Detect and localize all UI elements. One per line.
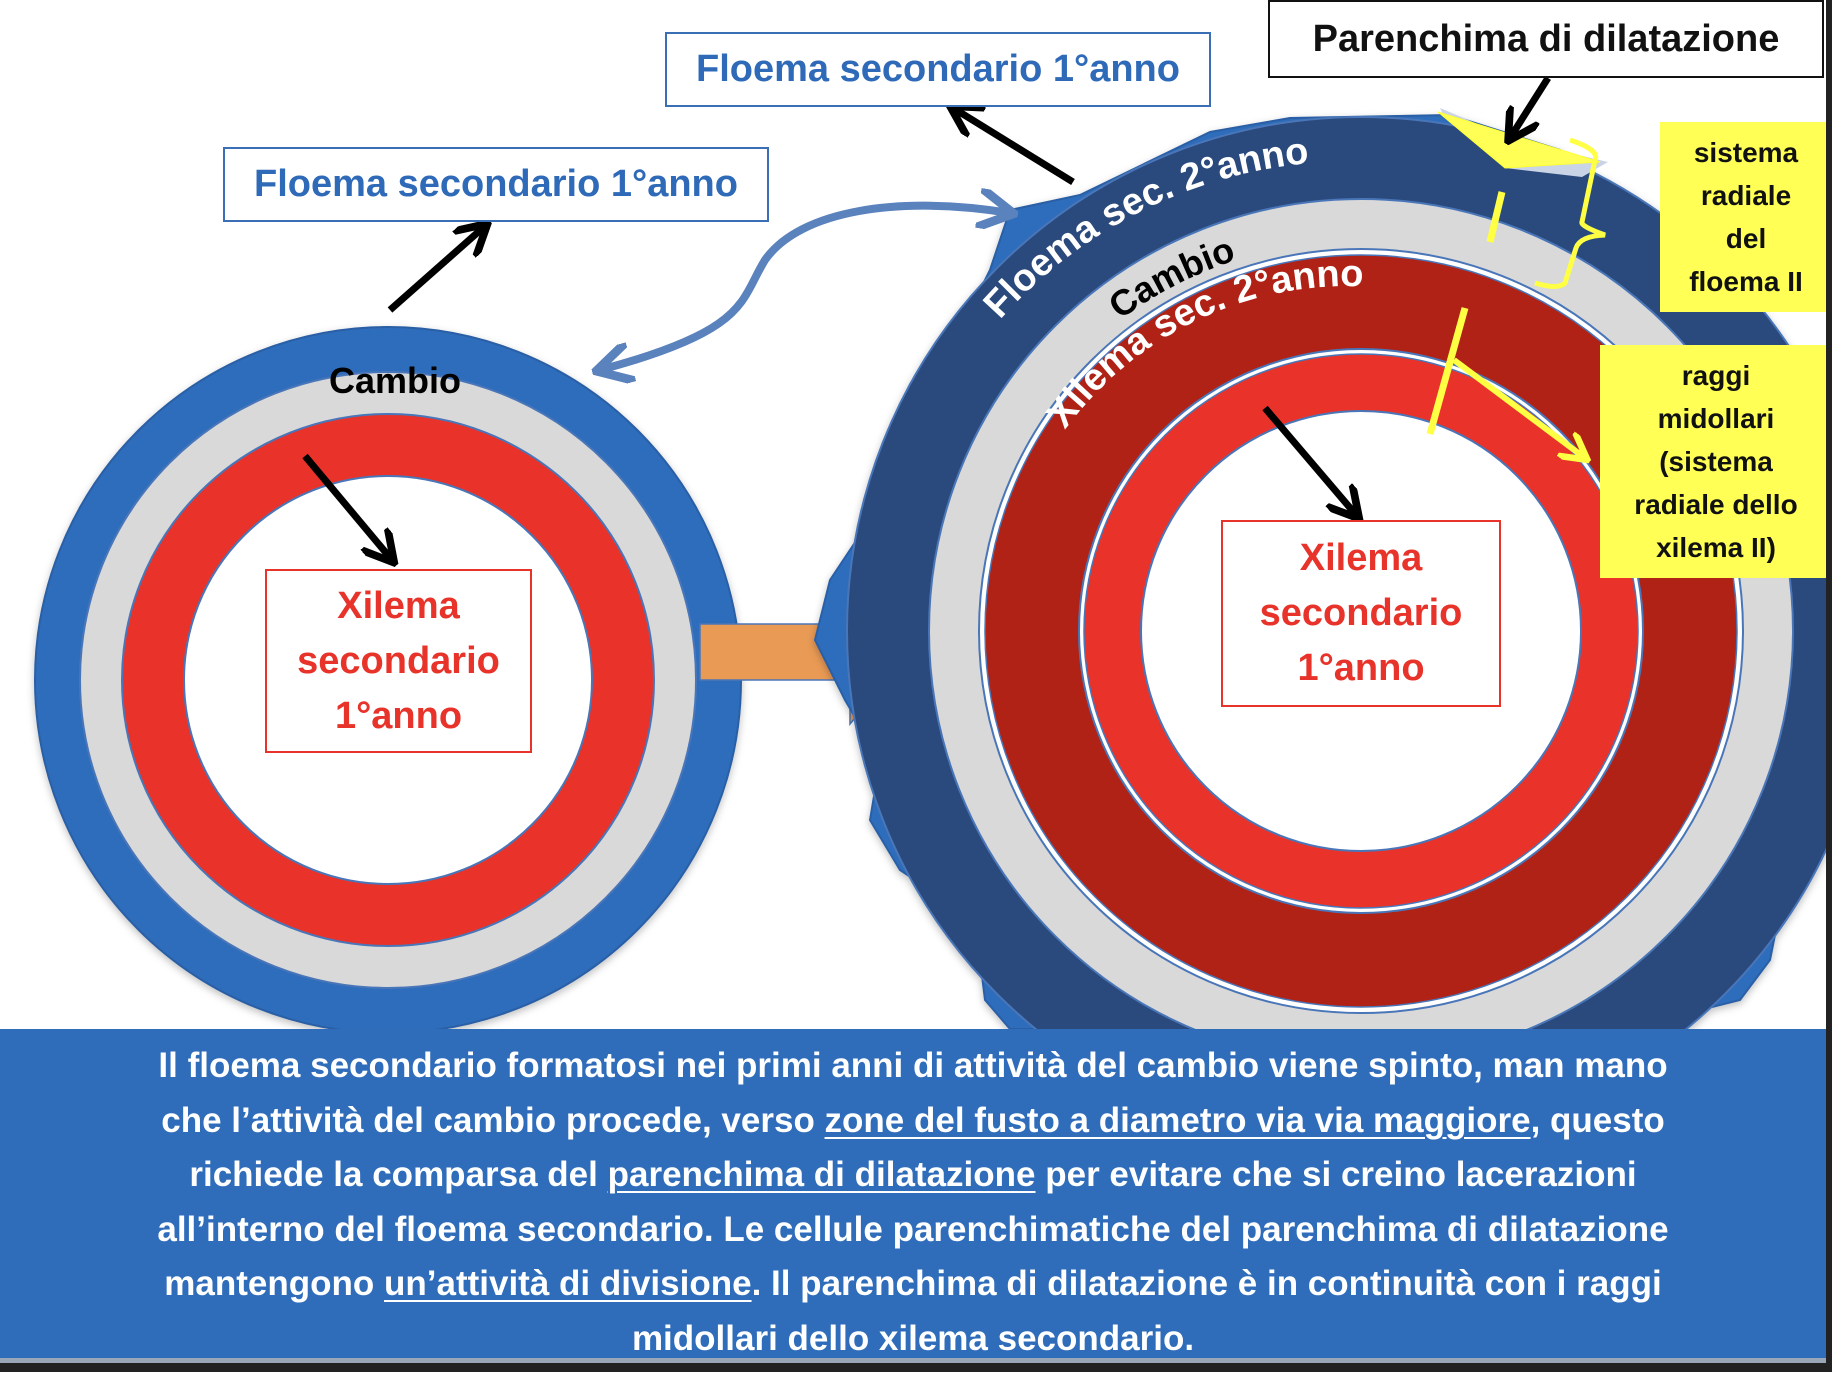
left-xylem-label-line: secondario <box>297 639 500 682</box>
panel-text-segment: midollari dello xilema secondario. <box>631 1318 1195 1358</box>
right-old-phloem-label: Floema secondario 1°anno <box>665 32 1211 107</box>
phloem-ray-line <box>1486 191 1506 243</box>
panel-underlined-phrase: zone del fusto a diametro via via maggio… <box>824 1100 1531 1140</box>
phloem-radial-bracket <box>1534 137 1606 289</box>
left-xylem-label: Xilema secondario 1°anno <box>265 569 532 753</box>
panel-underlined-phrase: un’attività di divisione <box>384 1264 752 1303</box>
black-arrow-icon-left-phloem <box>387 226 485 313</box>
left-cambium-label: Cambio <box>329 360 461 401</box>
explanation-panel: Il floema secondario formatosi nei primi… <box>0 1029 1826 1363</box>
panel-text-segment: mantengono <box>164 1264 384 1303</box>
panel-text-line: Il floema secondario formatosi nei primi… <box>0 1039 1826 1094</box>
left-xylem-label-line: 1°anno <box>334 694 463 737</box>
right-frame-edge <box>1826 0 1832 1372</box>
phloem-radial-label-line: radiale <box>1700 180 1792 211</box>
phloem-radial-label-line: floema II <box>1689 266 1803 297</box>
xylem-rays-label-line: midollari <box>1657 403 1775 434</box>
panel-text-segment: richiede la comparsa del <box>189 1155 608 1194</box>
panel-text-line: richiede la comparsa del parenchima di d… <box>0 1148 1826 1203</box>
dilatation-parenchyma-label: Parenchima di dilatazione <box>1268 0 1824 78</box>
left-phloem-label: Floema secondario 1°anno <box>223 147 769 222</box>
xylem-rays-label-line: xilema II) <box>1656 532 1776 563</box>
panel-text-line: che l’attività del cambio procede, verso… <box>0 1094 1826 1149</box>
panel-text-segment: all’interno del floema secondario. Le ce… <box>157 1209 1669 1249</box>
bottom-frame-edge <box>0 1363 1832 1372</box>
panel-text-segment: . Il parenchima di dilatazione è in cont… <box>751 1264 1662 1303</box>
right-xylem-label-line: 1°anno <box>1297 647 1425 689</box>
xylem-ray-pointer-arrow <box>1452 357 1585 458</box>
right-xylem-label-line: secondario <box>1259 592 1463 634</box>
phloem-radial-label-line: del <box>1725 223 1767 254</box>
phloem-radial-label-line: sistema <box>1693 137 1799 168</box>
panel-text-line: all’interno del floema secondario. Le ce… <box>0 1203 1826 1258</box>
right-old-xylem-label: Xilema secondario 1°anno <box>1221 520 1501 707</box>
xylem-rays-label-line: radiale dello <box>1634 489 1798 520</box>
panel-text-segment: per evitare che si creino lacerazioni <box>1035 1155 1637 1194</box>
panel-text-line: mantengono un’attività di divisione. Il … <box>0 1257 1826 1312</box>
panel-text-segment: Il floema secondario formatosi nei primi… <box>158 1046 1668 1085</box>
xylem-rays-label: raggi midollari (sistema radiale dello x… <box>1600 345 1832 578</box>
xylem-rays-label-line: (sistema <box>1659 446 1773 477</box>
black-arrow-icon-dilatation <box>1510 76 1551 138</box>
left-xylem-label-line: Xilema <box>337 584 460 627</box>
panel-text-segment: , questo <box>1530 1100 1665 1140</box>
double-headed-curved-arrow-icon <box>600 206 1010 370</box>
xylem-rays-label-line: raggi <box>1681 360 1751 391</box>
panel-text-line: midollari dello xilema secondario. <box>0 1312 1826 1367</box>
panel-underlined-phrase: parenchima di dilatazione <box>607 1155 1036 1194</box>
black-arrow-icon-right-phloem <box>953 108 1075 185</box>
black-arrow-icon-right-xylem <box>1262 405 1357 516</box>
panel-text-segment: che l’attività del cambio procede, verso <box>161 1100 825 1140</box>
black-arrow-icon-left-xylem <box>302 453 392 560</box>
right-xylem-label-line: Xilema <box>1299 537 1423 579</box>
phloem-radial-system-label: sistema radiale del floema II <box>1660 122 1832 312</box>
xylem-ray-line <box>1426 307 1469 435</box>
